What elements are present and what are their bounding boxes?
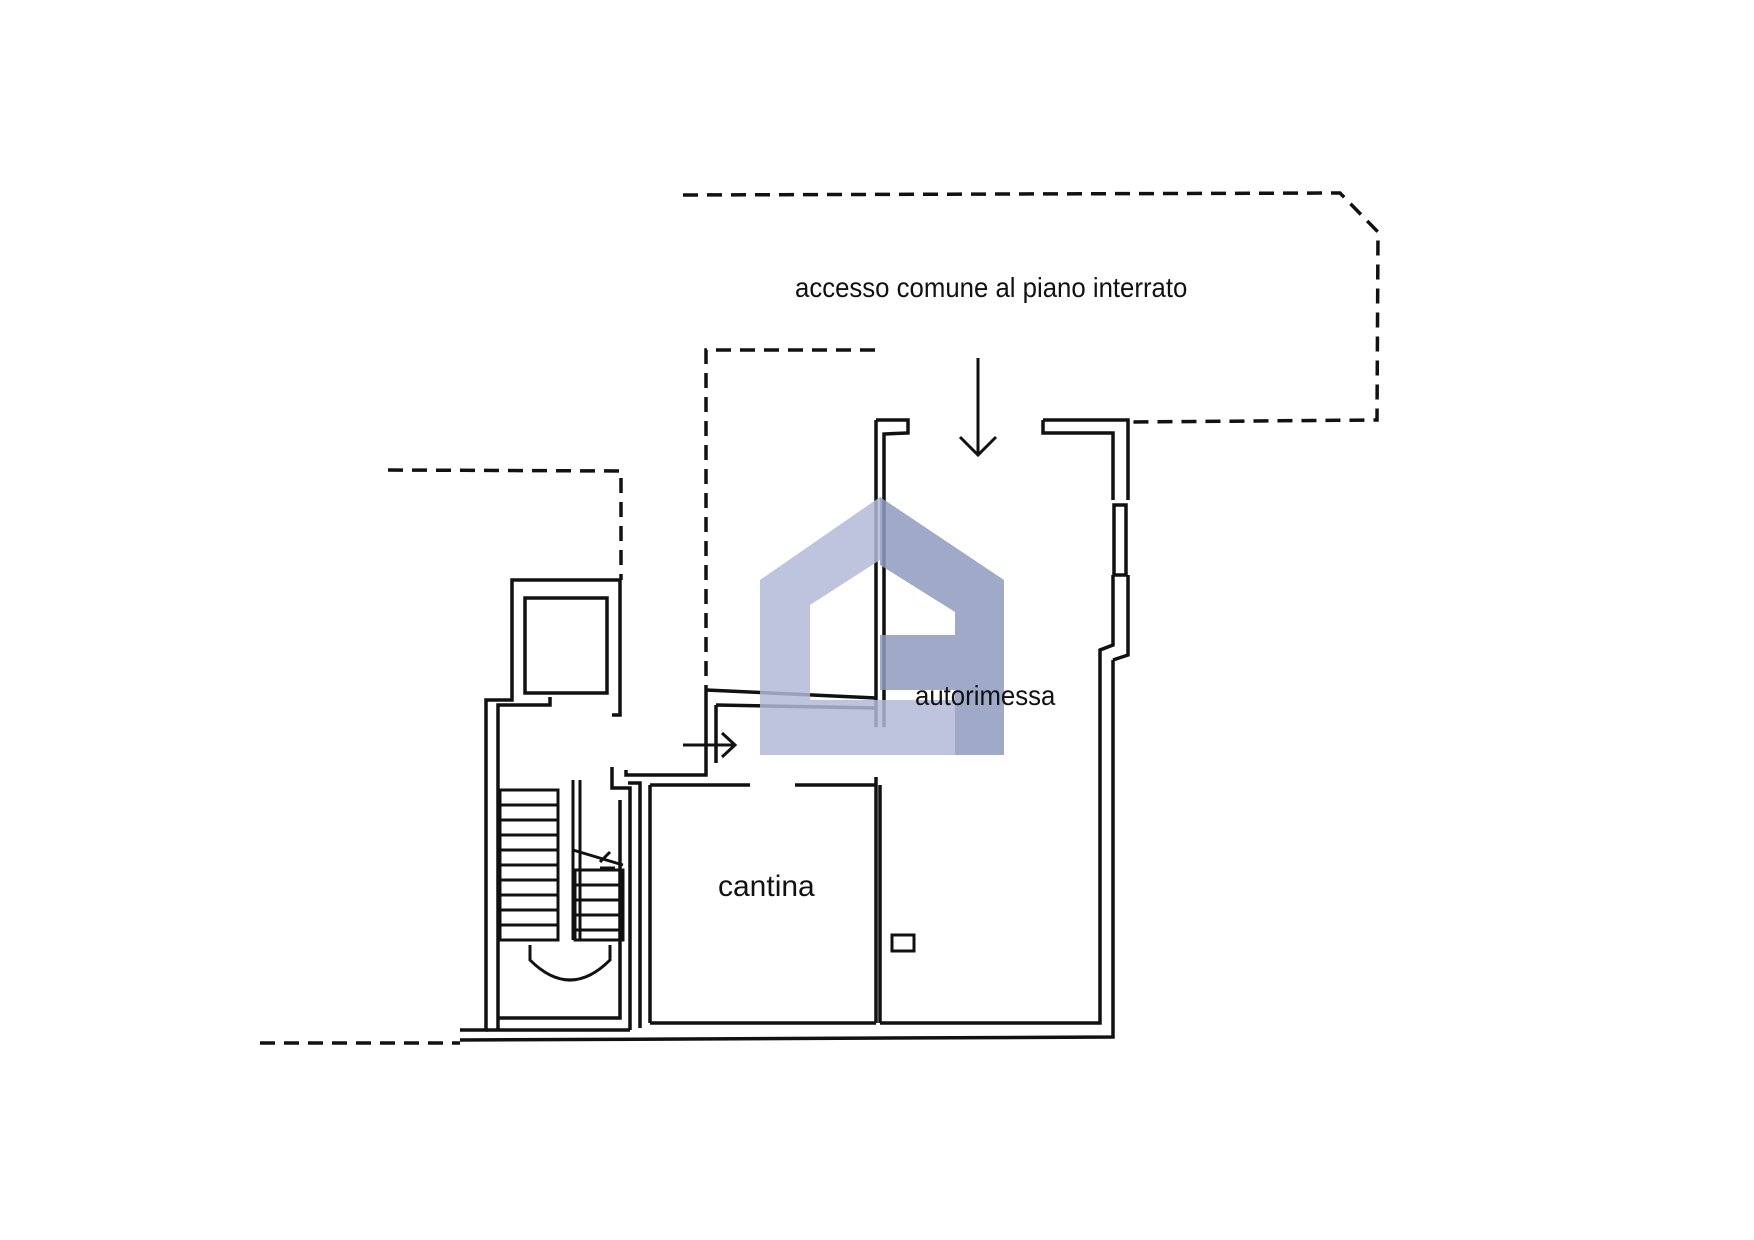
wall-garage-top-right — [1043, 418, 1130, 500]
stair-treads — [498, 780, 625, 982]
wall-garage-right — [1112, 575, 1130, 662]
boundary-left-upper — [387, 468, 623, 580]
boundary-access-area — [682, 191, 1380, 424]
stair-landing-curve — [528, 945, 612, 982]
label-common-access: accesso comune al piano interrato — [795, 272, 1188, 303]
direction-arrows — [683, 358, 998, 759]
stair-arrow — [572, 848, 624, 870]
stair-divider — [571, 780, 582, 940]
window-garage — [1112, 503, 1128, 577]
stair-flight-right — [573, 868, 625, 942]
garage-floor-drain — [890, 933, 916, 953]
stair-tread-lines-right — [575, 883, 623, 932]
wall-stair-right — [610, 767, 632, 1030]
wall-garage-right-inner — [880, 575, 1115, 1025]
label-cellar: cantina — [718, 870, 815, 903]
arrow-right-icon — [683, 731, 738, 759]
boundary-ramp — [704, 348, 875, 690]
arrow-down-icon — [958, 358, 998, 458]
wall-garage-top-right-inner — [1041, 420, 1115, 500]
wall-outer-bottom — [459, 660, 1115, 1042]
stair-tread-lines-left — [500, 803, 558, 927]
wall-stair-outer — [460, 578, 622, 1032]
wall-corridor-left — [624, 690, 708, 777]
wall-cellar-inner — [628, 781, 642, 1028]
boundary-dashed-lines — [260, 191, 1380, 1045]
wall-stair-inner — [496, 697, 552, 1030]
watermark-left-part — [760, 497, 955, 755]
wall-stair-right-inner — [498, 800, 622, 1020]
house-logo-icon — [760, 497, 1004, 755]
elevator-shaft — [523, 596, 609, 695]
label-garage: autorimessa — [915, 680, 1056, 711]
watermark-right-part — [880, 497, 1004, 755]
